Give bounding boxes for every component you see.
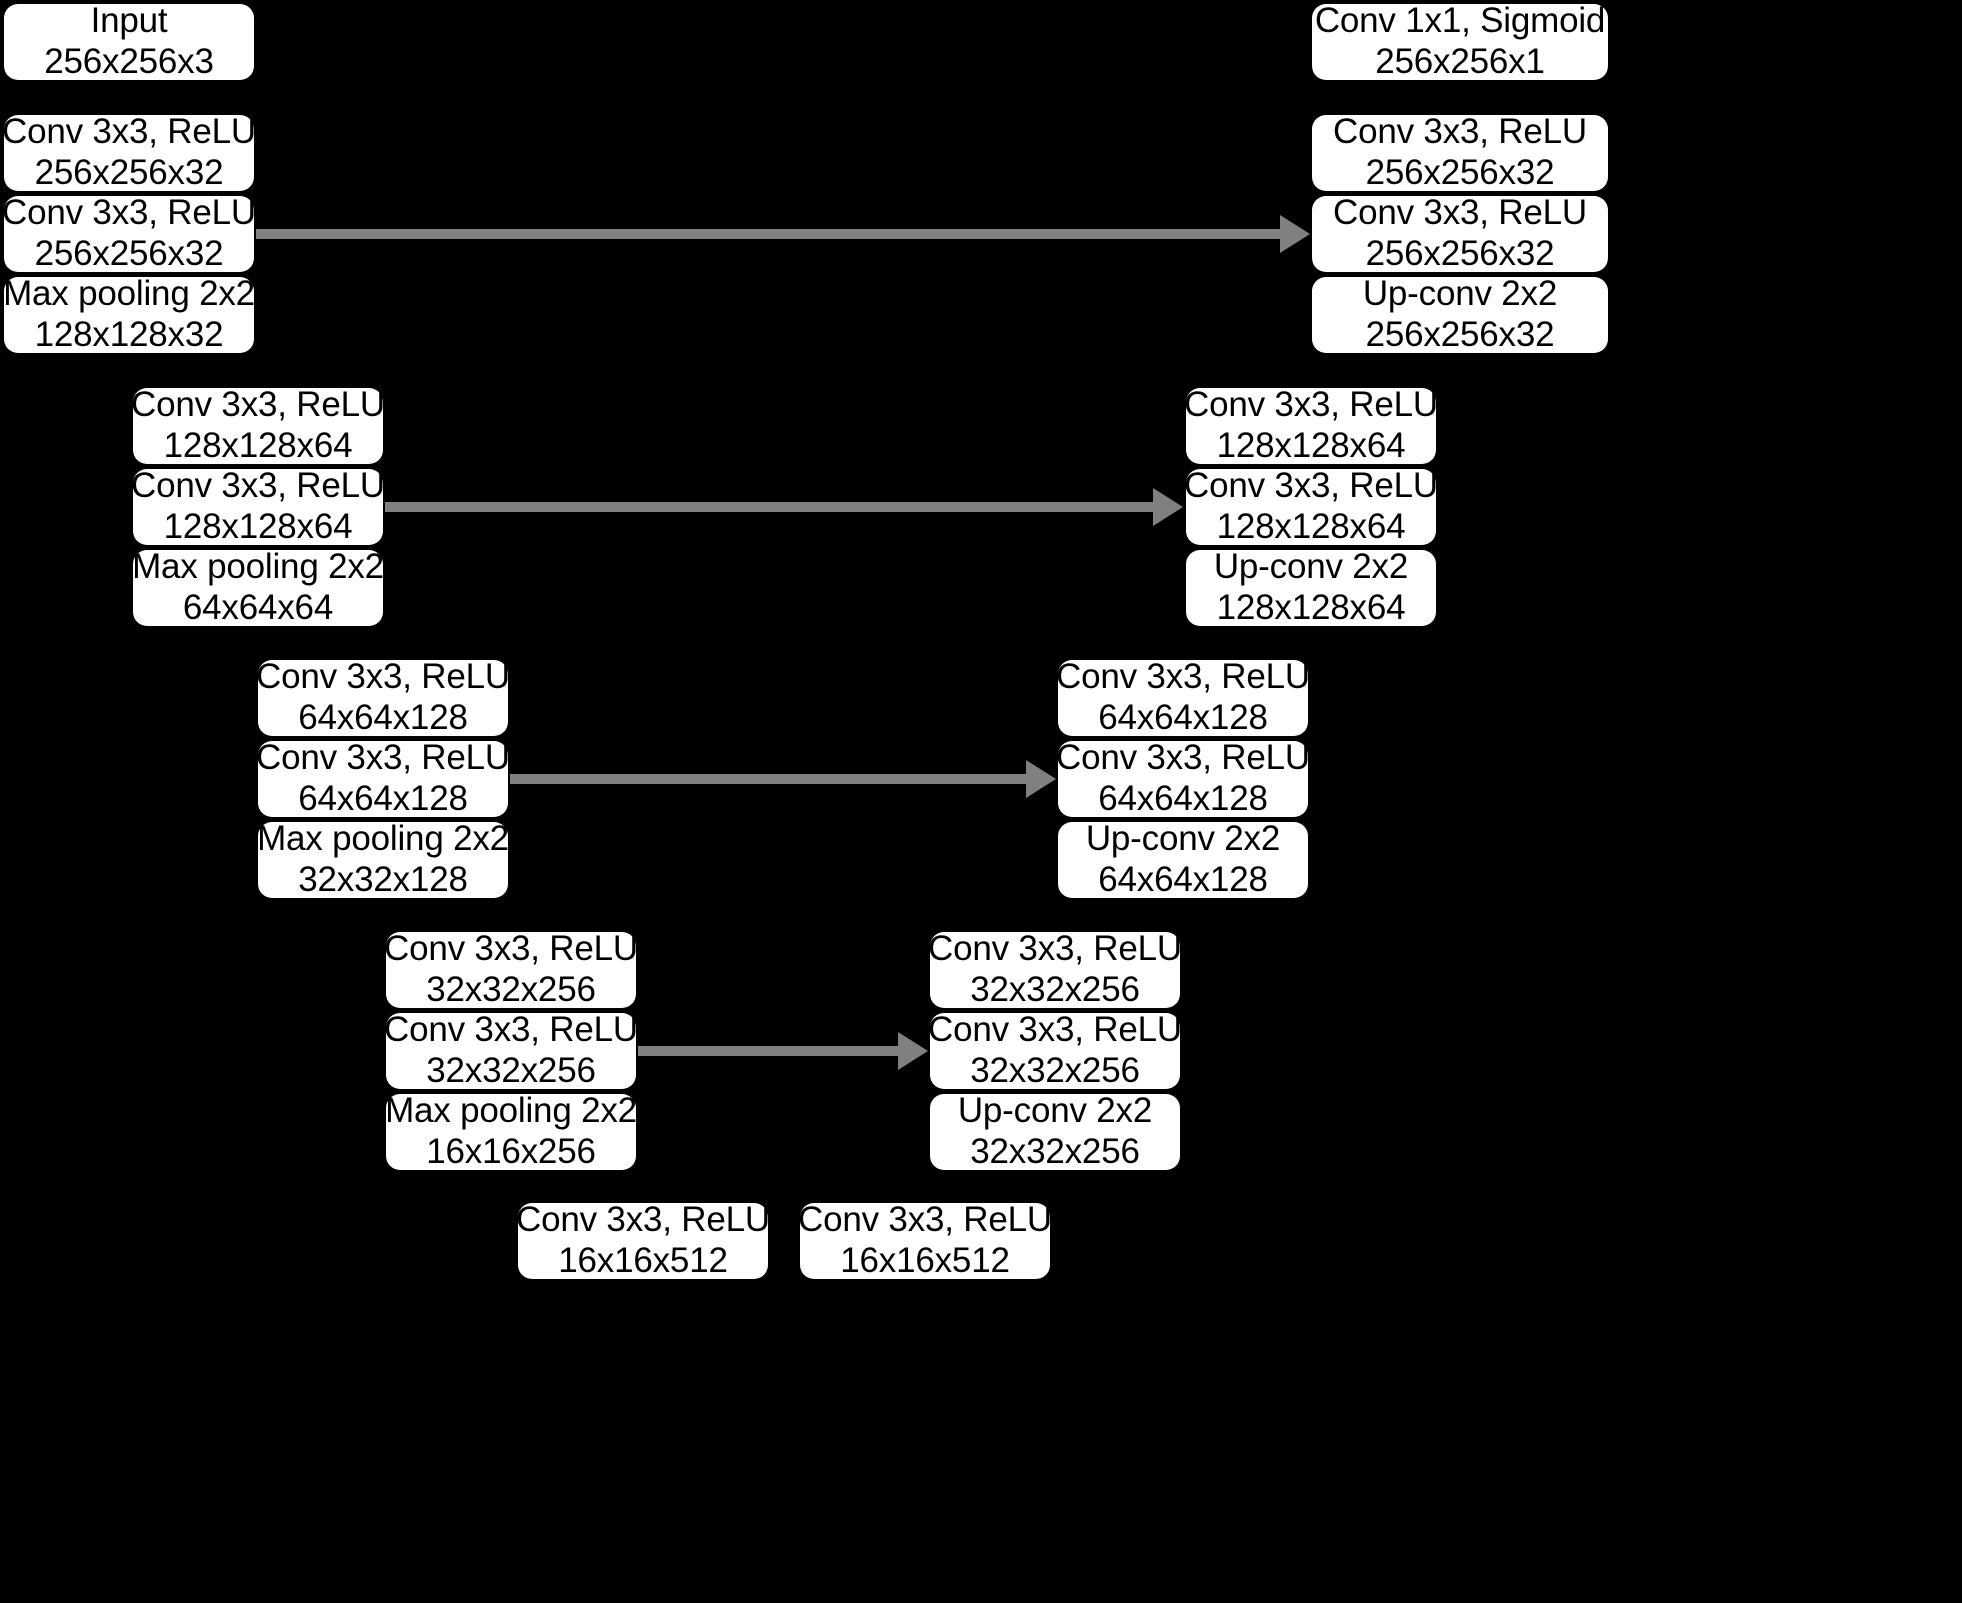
node-encoder-l2-maxpool: Max pooling 2x2 64x64x64 <box>132 547 384 627</box>
skip-connection-arrow-level-1 <box>256 215 1310 253</box>
node-op-label: Conv 3x3, ReLU <box>256 738 510 778</box>
node-op-label: Conv 1x1, Sigmoid <box>1314 1 1606 41</box>
node-shape-label: 128x128x32 <box>34 315 224 354</box>
node-shape-label: 256x256x32 <box>1365 234 1555 273</box>
node-op-label: Conv 3x3, ReLU <box>2 193 256 233</box>
node-shape-label: 64x64x128 <box>298 779 468 818</box>
node-shape-label: 32x32x128 <box>298 860 468 899</box>
node-op-label: Conv 3x3, ReLU <box>1333 193 1587 233</box>
node-shape-label: 128x128x64 <box>1216 588 1406 627</box>
node-shape-label: 64x64x128 <box>298 698 468 737</box>
node-encoder-l1-conv2: Conv 3x3, ReLU 256x256x32 <box>2 193 256 273</box>
skip-connection-arrow-level-2 <box>385 488 1183 526</box>
node-decoder-l2-upconv: Up-conv 2x2 128x128x64 <box>1186 547 1436 627</box>
node-shape-label: 128x128x64 <box>163 507 353 546</box>
node-shape-label: 64x64x128 <box>1098 779 1268 818</box>
arrowhead-icon <box>1026 760 1056 798</box>
node-op-label: Conv 3x3, ReLU <box>1056 738 1310 778</box>
node-op-label: Up-conv 2x2 <box>1213 547 1409 587</box>
node-encoder-l4-conv1: Conv 3x3, ReLU 32x32x256 <box>384 929 638 1009</box>
node-decoder-l1-upconv: Up-conv 2x2 256x256x32 <box>1312 274 1608 354</box>
node-shape-label: 16x16x256 <box>426 1132 596 1171</box>
node-encoder-l3-maxpool: Max pooling 2x2 32x32x128 <box>257 819 509 899</box>
node-encoder-l1-conv1: Conv 3x3, ReLU 256x256x32 <box>2 112 256 192</box>
node-shape-label: 256x256x1 <box>1375 42 1545 81</box>
node-decoder-l4-upconv: Up-conv 2x2 32x32x256 <box>930 1091 1180 1171</box>
skip-connection-arrow-level-4 <box>638 1032 928 1070</box>
node-decoder-l2-conv1: Conv 3x3, ReLU 128x128x64 <box>1184 385 1438 465</box>
node-op-label: Up-conv 2x2 <box>1362 274 1558 314</box>
node-encoder-l3-conv2: Conv 3x3, ReLU 64x64x128 <box>256 738 510 818</box>
node-shape-label: 16x16x512 <box>558 1241 728 1280</box>
node-shape-label: 256x256x3 <box>44 42 214 81</box>
node-op-label: Conv 3x3, ReLU <box>928 929 1182 969</box>
node-shape-label: 32x32x256 <box>970 970 1140 1009</box>
node-decoder-l3-conv2: Conv 3x3, ReLU 64x64x128 <box>1056 738 1310 818</box>
node-bottleneck-conv2: Conv 3x3, ReLU 16x16x512 <box>798 1200 1052 1280</box>
skip-connection-arrow-level-3 <box>510 760 1056 798</box>
node-op-label: Conv 3x3, ReLU <box>384 1010 638 1050</box>
node-bottleneck-conv1: Conv 3x3, ReLU 16x16x512 <box>516 1200 770 1280</box>
node-shape-label: 64x64x128 <box>1098 860 1268 899</box>
node-encoder-l2-conv1: Conv 3x3, ReLU 128x128x64 <box>131 385 385 465</box>
node-decoder-l4-conv2: Conv 3x3, ReLU 32x32x256 <box>928 1010 1182 1090</box>
node-shape-label: 256x256x32 <box>1365 315 1555 354</box>
node-op-label: Conv 3x3, ReLU <box>798 1200 1052 1240</box>
node-decoder-l2-conv2: Conv 3x3, ReLU 128x128x64 <box>1184 466 1438 546</box>
node-decoder-l3-upconv: Up-conv 2x2 64x64x128 <box>1058 819 1308 899</box>
node-shape-label: 256x256x32 <box>1365 153 1555 192</box>
node-shape-label: 256x256x32 <box>34 234 224 273</box>
node-encoder-l3-conv1: Conv 3x3, ReLU 64x64x128 <box>256 657 510 737</box>
node-op-label: Conv 3x3, ReLU <box>928 1010 1182 1050</box>
node-shape-label: 32x32x256 <box>970 1132 1140 1171</box>
node-encoder-input: Input 256x256x3 <box>4 1 254 81</box>
node-decoder-l1-conv1: Conv 3x3, ReLU 256x256x32 <box>1312 112 1608 192</box>
node-op-label: Up-conv 2x2 <box>957 1091 1153 1131</box>
node-decoder-output-conv1x1: Conv 1x1, Sigmoid 256x256x1 <box>1312 1 1608 81</box>
node-op-label: Conv 3x3, ReLU <box>1184 466 1438 506</box>
node-encoder-l4-conv2: Conv 3x3, ReLU 32x32x256 <box>384 1010 638 1090</box>
node-op-label: Conv 3x3, ReLU <box>516 1200 770 1240</box>
arrowhead-icon <box>898 1032 928 1070</box>
node-op-label: Conv 3x3, ReLU <box>2 112 256 152</box>
node-shape-label: 128x128x64 <box>1216 426 1406 465</box>
node-decoder-l4-conv1: Conv 3x3, ReLU 32x32x256 <box>928 929 1182 1009</box>
node-shape-label: 32x32x256 <box>426 970 596 1009</box>
node-shape-label: 32x32x256 <box>426 1051 596 1090</box>
node-op-label: Conv 3x3, ReLU <box>1056 657 1310 697</box>
arrowhead-icon <box>1153 488 1183 526</box>
arrowhead-icon <box>1280 215 1310 253</box>
node-decoder-l1-conv2: Conv 3x3, ReLU 256x256x32 <box>1312 193 1608 273</box>
node-shape-label: 128x128x64 <box>163 426 353 465</box>
node-op-label: Max pooling 2x2 <box>385 1091 637 1131</box>
node-shape-label: 64x64x128 <box>1098 698 1268 737</box>
node-op-label: Up-conv 2x2 <box>1085 819 1281 859</box>
node-op-label: Input <box>90 1 168 41</box>
node-op-label: Conv 3x3, ReLU <box>384 929 638 969</box>
node-op-label: Conv 3x3, ReLU <box>131 385 385 425</box>
node-op-label: Conv 3x3, ReLU <box>1184 385 1438 425</box>
node-op-label: Max pooling 2x2 <box>257 819 509 859</box>
node-encoder-l2-conv2: Conv 3x3, ReLU 128x128x64 <box>131 466 385 546</box>
node-shape-label: 256x256x32 <box>34 153 224 192</box>
node-encoder-l1-maxpool: Max pooling 2x2 128x128x32 <box>3 274 255 354</box>
node-shape-label: 64x64x64 <box>182 588 334 627</box>
node-op-label: Conv 3x3, ReLU <box>1333 112 1587 152</box>
node-op-label: Conv 3x3, ReLU <box>256 657 510 697</box>
node-op-label: Max pooling 2x2 <box>132 547 384 587</box>
node-decoder-l3-conv1: Conv 3x3, ReLU 64x64x128 <box>1056 657 1310 737</box>
node-op-label: Conv 3x3, ReLU <box>131 466 385 506</box>
node-shape-label: 16x16x512 <box>840 1241 1010 1280</box>
node-encoder-l4-maxpool: Max pooling 2x2 16x16x256 <box>385 1091 637 1171</box>
node-op-label: Max pooling 2x2 <box>3 274 255 314</box>
node-shape-label: 32x32x256 <box>970 1051 1140 1090</box>
node-shape-label: 128x128x64 <box>1216 507 1406 546</box>
